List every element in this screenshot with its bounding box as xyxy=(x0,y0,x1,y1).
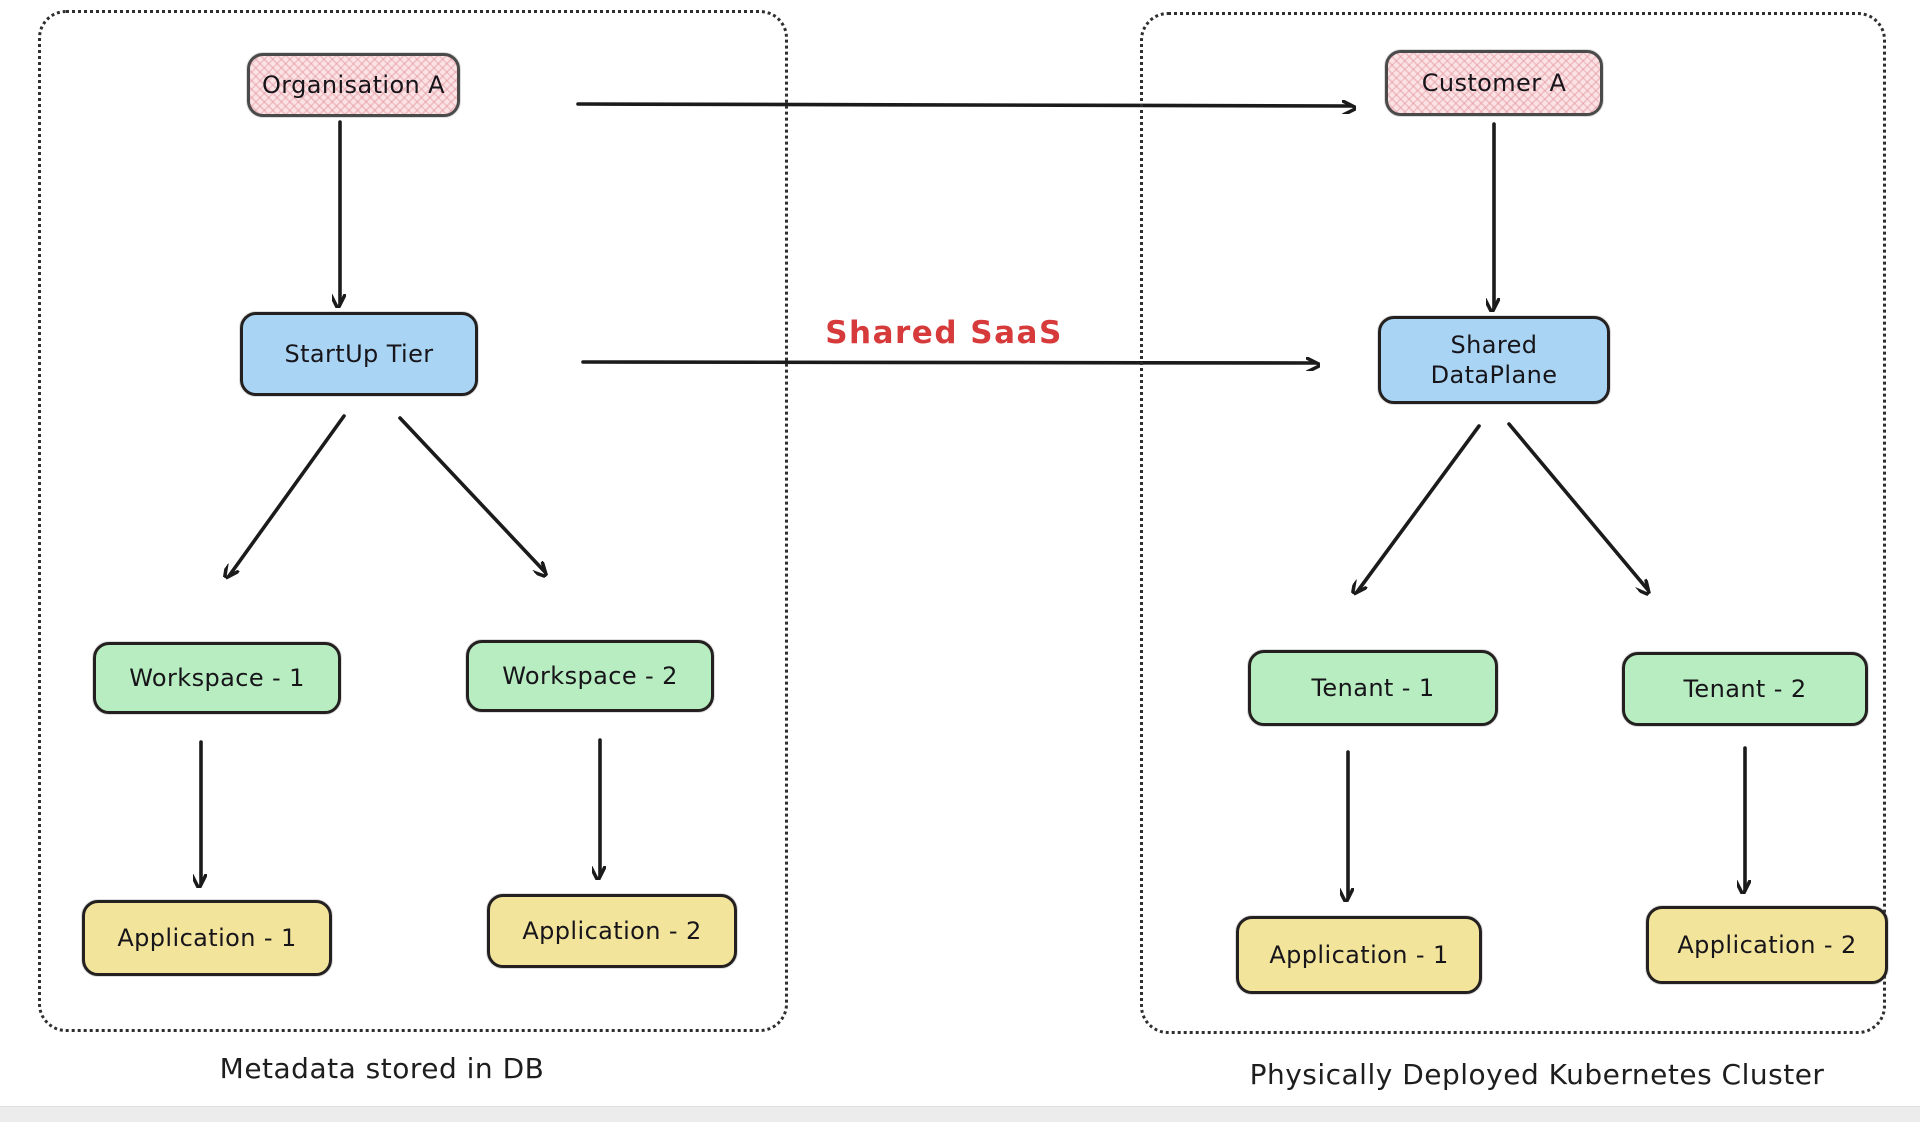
node-application-2-left: Application - 2 xyxy=(487,894,737,968)
node-label-workspace-1: Workspace - 1 xyxy=(129,664,305,692)
node-label-application-1-left: Application - 1 xyxy=(117,924,297,952)
container-kubernetes-cluster xyxy=(1140,12,1886,1034)
node-organisation-a: Organisation A xyxy=(247,53,460,117)
node-shared-dataplane: Shared DataPlane xyxy=(1378,316,1610,404)
caption-kubernetes-cluster: Physically Deployed Kubernetes Cluster xyxy=(1249,1058,1825,1091)
node-label-tenant-2: Tenant - 2 xyxy=(1683,675,1807,703)
node-label-workspace-2: Workspace - 2 xyxy=(502,662,678,690)
node-workspace-2: Workspace - 2 xyxy=(466,640,714,712)
node-application-1-right: Application - 1 xyxy=(1236,916,1482,994)
node-application-1-left: Application - 1 xyxy=(82,900,332,976)
node-workspace-1: Workspace - 1 xyxy=(93,642,341,714)
node-label-organisation-a: Organisation A xyxy=(262,71,445,99)
node-label-application-2-left: Application - 2 xyxy=(522,917,702,945)
node-startup-tier: StartUp Tier xyxy=(240,312,478,396)
shared-saas-edge-label: Shared SaaS xyxy=(825,315,1063,351)
container-metadata-db xyxy=(38,10,788,1032)
node-label-application-2-right: Application - 2 xyxy=(1677,931,1857,959)
node-tenant-1: Tenant - 1 xyxy=(1248,650,1498,726)
caption-metadata-db: Metadata stored in DB xyxy=(219,1052,545,1085)
node-customer-a: Customer A xyxy=(1385,50,1603,116)
node-label-application-1-right: Application - 1 xyxy=(1269,941,1449,969)
node-label-shared-dataplane: Shared DataPlane xyxy=(1430,331,1558,389)
node-label-tenant-1: Tenant - 1 xyxy=(1311,674,1435,702)
node-label-startup-tier: StartUp Tier xyxy=(284,340,434,368)
node-tenant-2: Tenant - 2 xyxy=(1622,652,1868,726)
node-label-customer-a: Customer A xyxy=(1421,69,1567,97)
bottom-window-edge xyxy=(0,1106,1920,1122)
node-application-2-right: Application - 2 xyxy=(1646,906,1888,984)
